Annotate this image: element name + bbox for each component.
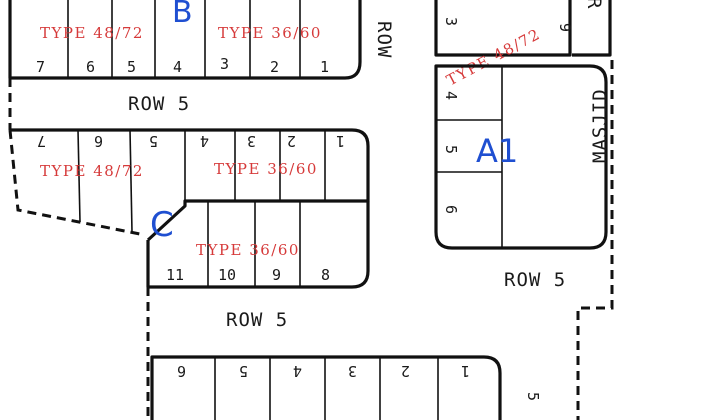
block-r-partial-label: R <box>583 0 605 9</box>
block-b-outline <box>8 0 362 80</box>
road-row-vertical: ROW <box>373 21 395 58</box>
block-a1-label: A1 <box>476 132 518 170</box>
block-b-type-right: TYPE 36/60 <box>218 24 322 42</box>
block-b-type-left: TYPE 48/72 <box>40 24 144 42</box>
road-row5-top: ROW 5 <box>128 93 190 115</box>
lot-bottom-right-5: 5 <box>524 392 542 401</box>
lot-c-6: 6 <box>94 132 103 150</box>
lot-bottom-2: 2 <box>401 362 410 380</box>
lot-c-1: 1 <box>336 132 345 150</box>
lot-c-11: 11 <box>166 266 184 284</box>
block-a-type-diagonal: TYPE 48/72 <box>443 25 543 90</box>
block-bottom-outline <box>150 355 502 420</box>
block-r-outline <box>572 0 612 57</box>
lot-a-5: 5 <box>442 145 460 154</box>
block-c-dashed-edge <box>8 129 146 237</box>
lot-b-5: 5 <box>127 58 136 76</box>
lot-bottom-3: 3 <box>348 362 357 380</box>
block-c-type-left: TYPE 48/72 <box>40 162 144 180</box>
boundary-right <box>576 60 614 420</box>
block-b: TYPE 48/72 TYPE 36/60 B 7 6 5 4 3 2 1 <box>8 0 362 80</box>
lot-c-2: 2 <box>287 132 296 150</box>
lot-c-8: 8 <box>321 266 330 284</box>
lot-a-9: 9 <box>556 23 574 32</box>
lot-bottom-1: 1 <box>461 362 470 380</box>
block-c-label: C <box>150 205 174 245</box>
block-c-lower-outline <box>146 201 370 289</box>
lot-b-2: 2 <box>270 58 279 76</box>
block-a1: 3 9 TYPE 48/72 R 4 5 6 A1 MASJID <box>434 0 612 250</box>
masjid-label: MASJID <box>589 88 611 163</box>
lot-c-3: 3 <box>247 132 256 150</box>
lot-bottom-6: 6 <box>177 362 186 380</box>
lot-a-6: 6 <box>442 205 460 214</box>
block-c-type-lower: TYPE 36/60 <box>196 241 300 259</box>
lot-c-7: 7 <box>37 132 46 150</box>
lot-c-5: 5 <box>149 132 158 150</box>
block-c-upper-outline <box>10 128 370 242</box>
block-c-type-right: TYPE 36/60 <box>214 160 318 178</box>
block-a1-outline <box>434 64 608 250</box>
lot-bottom-4: 4 <box>293 362 302 380</box>
lot-b-4: 4 <box>173 58 182 76</box>
lot-a-3: 3 <box>442 17 460 26</box>
road-row5-right: ROW 5 <box>504 269 566 291</box>
lot-b-7: 7 <box>36 58 45 76</box>
lot-c-4: 4 <box>200 132 209 150</box>
lot-c-10: 10 <box>218 266 236 284</box>
block-c: 7 6 5 4 3 2 1 TYPE 48/72 TYPE 36/60 C TY… <box>8 128 370 289</box>
lot-b-6: 6 <box>86 58 95 76</box>
lot-b-1: 1 <box>320 58 329 76</box>
road-row5-middle: ROW 5 <box>226 309 288 331</box>
block-b-label: B <box>172 0 193 30</box>
lot-c-9: 9 <box>272 266 281 284</box>
lot-bottom-5: 5 <box>239 362 248 380</box>
lot-b-3: 3 <box>220 55 229 73</box>
block-bottom: 6 5 4 3 2 1 5 <box>150 355 542 420</box>
lot-a-4: 4 <box>442 91 460 100</box>
